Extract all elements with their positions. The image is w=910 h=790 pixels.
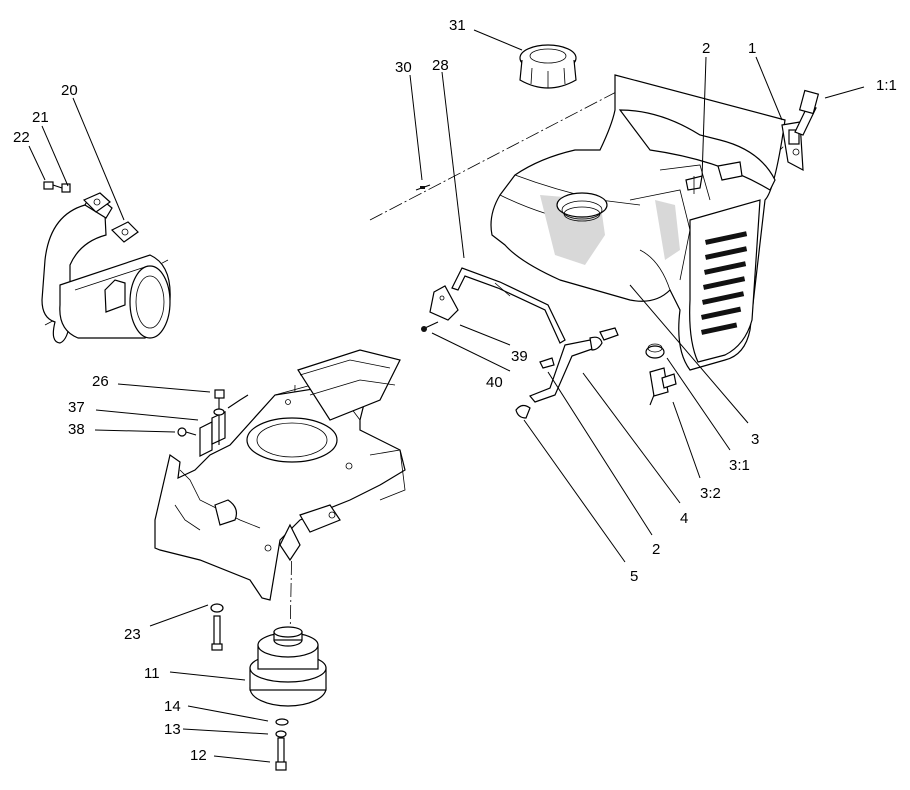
- callout-3: 3: [751, 431, 759, 448]
- fuel-line-28: [451, 267, 566, 344]
- bracket-37: [199, 411, 226, 457]
- gasket-20: [110, 221, 139, 243]
- muffler: [41, 196, 171, 344]
- bolt-26: [213, 389, 249, 445]
- pin-30: [415, 184, 431, 191]
- callout-2-bot: 2: [652, 541, 660, 558]
- callout-11: 11: [144, 665, 160, 682]
- fuel-tank: [490, 74, 786, 371]
- hose-clamp-5: [515, 404, 531, 419]
- callout-38: 38: [68, 421, 85, 438]
- bolt-22: [43, 181, 63, 190]
- callout-30: 30: [395, 59, 412, 76]
- nut-21: [61, 183, 71, 193]
- callout-12: 12: [190, 747, 207, 764]
- washer-14: [275, 718, 289, 726]
- callout-13: 13: [164, 721, 181, 738]
- screw-38: [177, 427, 197, 437]
- callout-labels: 31 30 28 2 1 1:1 20 21 22 26 37 38 39 40…: [13, 17, 897, 764]
- callout-2-top: 2: [702, 40, 710, 57]
- engine-deck: [154, 349, 406, 601]
- fuel-cap: [519, 44, 577, 89]
- fuel-valve: [781, 89, 820, 172]
- callout-40: 40: [486, 374, 503, 391]
- callout-37: 37: [68, 399, 85, 416]
- valve-fitting-3-2: [649, 367, 677, 406]
- callout-14: 14: [164, 698, 181, 715]
- bracket-39: [429, 285, 459, 321]
- leader-lines: [28, 29, 865, 763]
- callout-20: 20: [61, 82, 78, 99]
- gasket-21: [82, 192, 111, 213]
- callout-5: 5: [630, 568, 638, 585]
- fitting-upper-2: [685, 161, 743, 194]
- callout-1-1: 1:1: [876, 77, 897, 94]
- callout-3-2: 3:2: [700, 485, 721, 502]
- callout-31: 31: [449, 17, 466, 34]
- callout-22: 22: [13, 129, 30, 146]
- callout-21: 21: [32, 109, 49, 126]
- pulley: [249, 626, 327, 707]
- callout-26: 26: [92, 373, 109, 390]
- bolt-23: [210, 603, 224, 651]
- callout-1: 1: [748, 40, 756, 57]
- callout-23: 23: [124, 626, 141, 643]
- fitting-2: [539, 327, 619, 369]
- screw-40: [421, 321, 439, 332]
- fuel-hose-4: [529, 336, 603, 403]
- callout-39: 39: [511, 348, 528, 365]
- grommet-3-1: [645, 343, 665, 359]
- bolt-12: [275, 737, 287, 771]
- callout-28: 28: [432, 57, 449, 74]
- callout-4: 4: [680, 510, 688, 527]
- washer-13: [275, 730, 287, 738]
- callout-3-1: 3:1: [729, 457, 750, 474]
